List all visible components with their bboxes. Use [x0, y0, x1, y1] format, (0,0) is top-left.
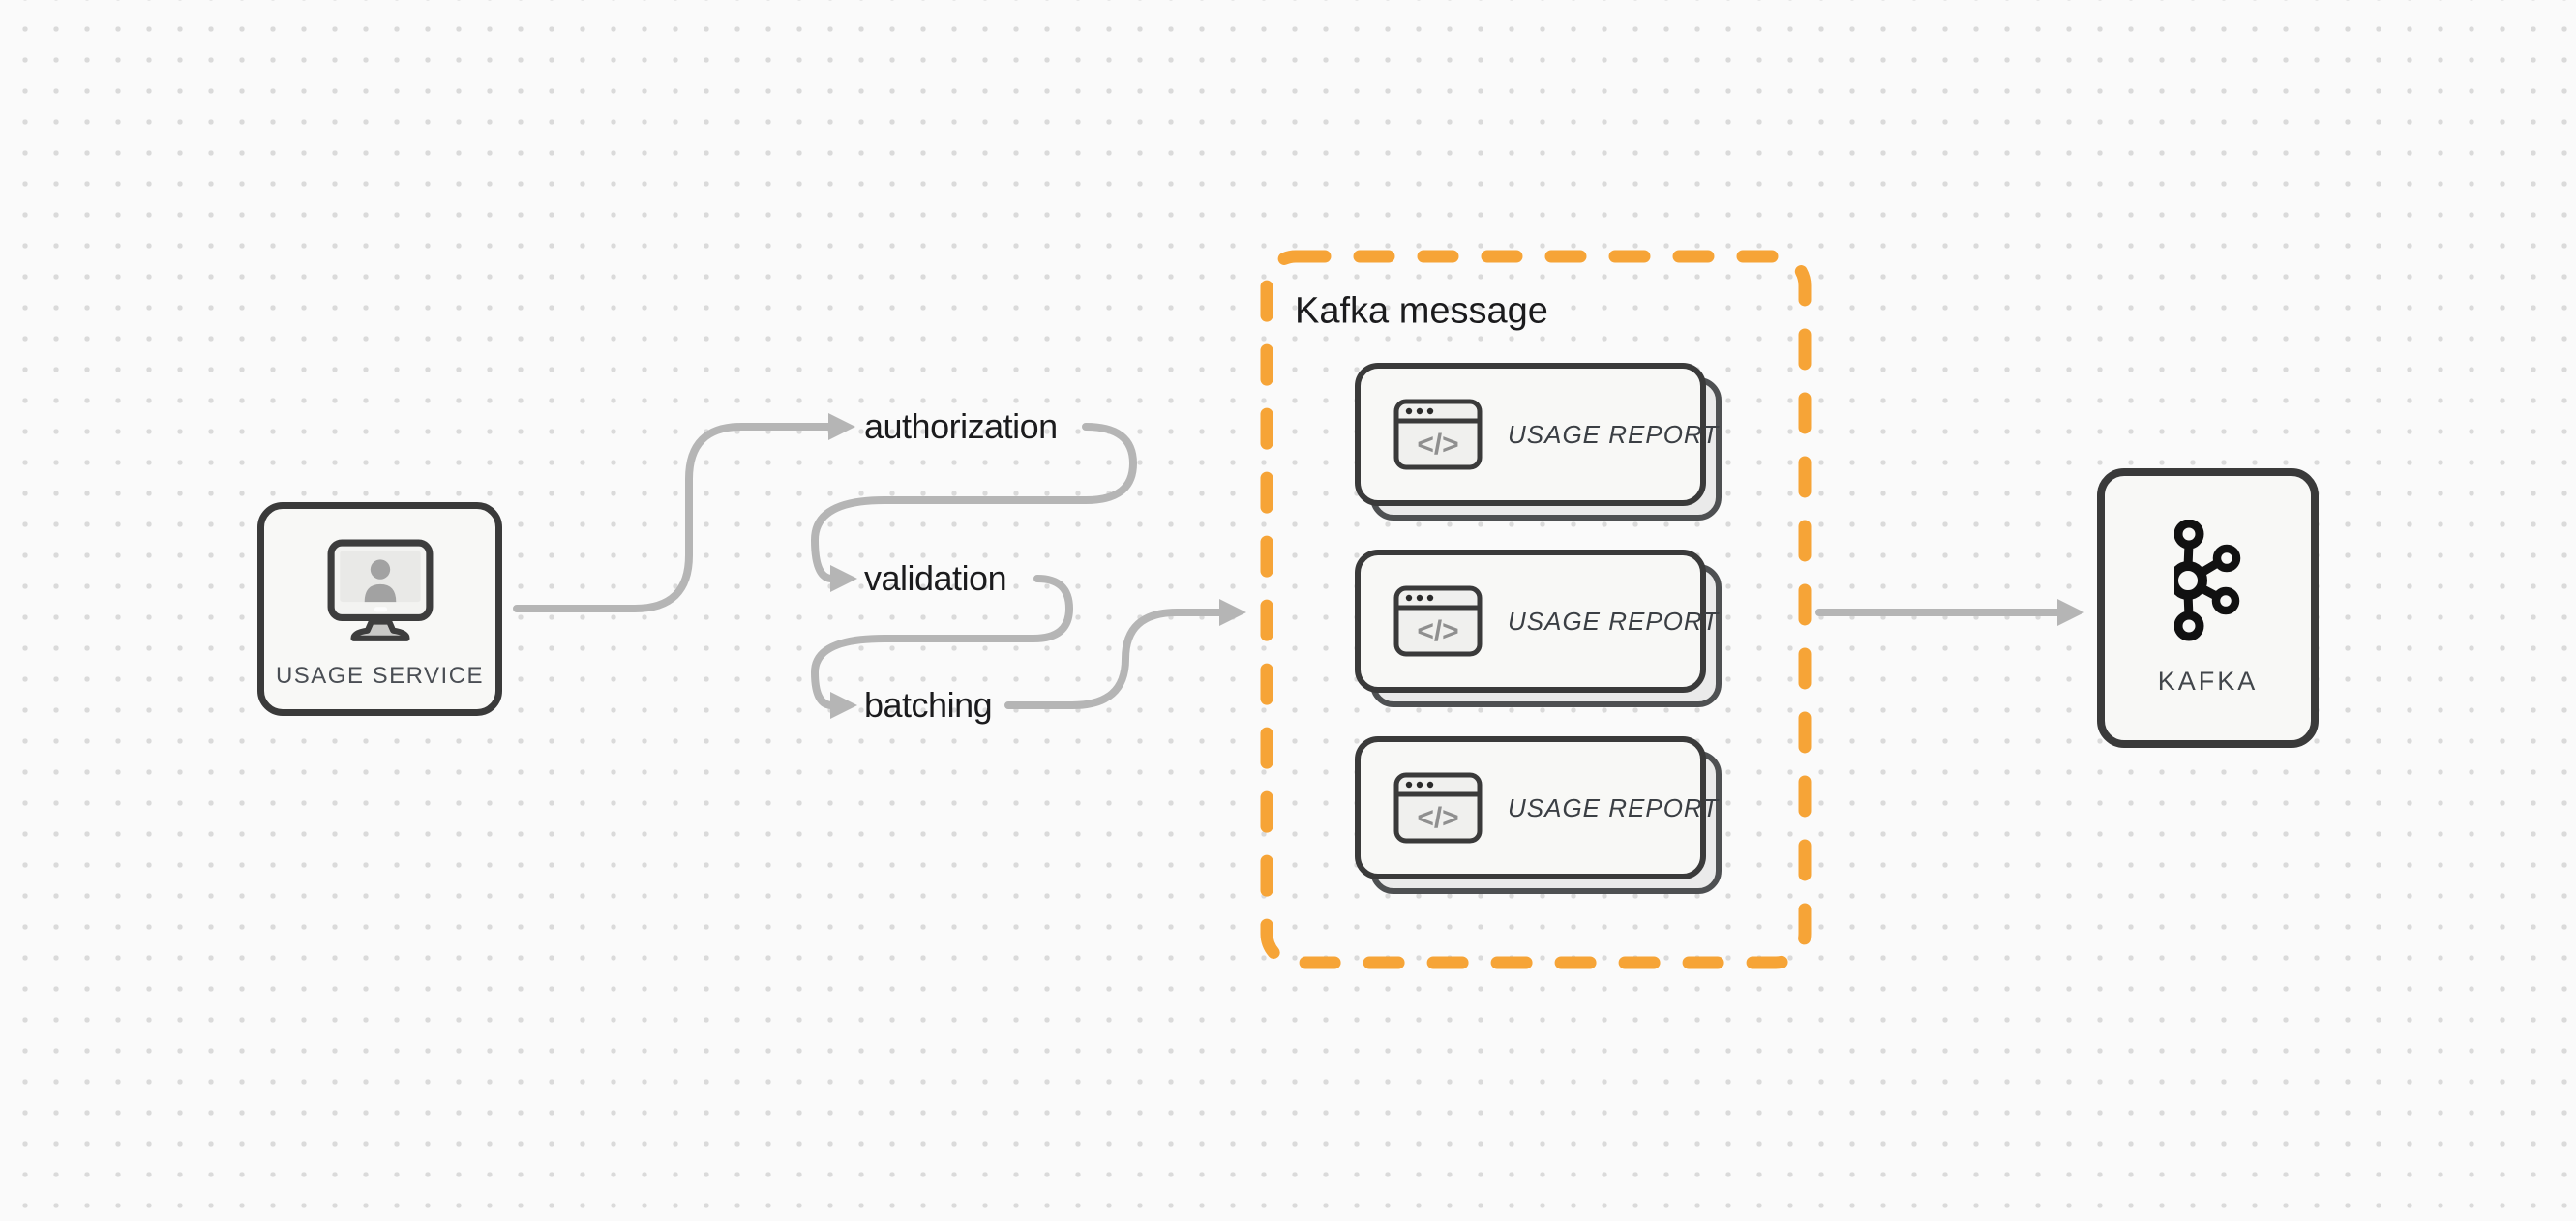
connector-kafka-message-to-kafka	[1815, 599, 2084, 626]
arrowhead-validation	[830, 565, 857, 592]
arrowhead-kafka-message	[1219, 599, 1246, 626]
connector-authorization-to-validation	[811, 423, 1137, 592]
step-label-batching: batching	[864, 685, 993, 725]
usage-report-label: USAGE REPORT	[1508, 792, 1720, 822]
kafka-label: KAFKA	[2157, 667, 2259, 696]
kafka-node: KAFKA	[2097, 468, 2319, 748]
monitor-user-icon	[327, 539, 433, 641]
usage-report-label: USAGE REPORT	[1508, 606, 1720, 636]
code-window-icon: </>	[1393, 772, 1483, 844]
kafka-message-group-title: Kafka message	[1295, 290, 1548, 332]
usage-service-node: USAGE SERVICE	[257, 502, 502, 716]
connector-validation-to-batching	[811, 575, 1073, 719]
svg-text:</>: </>	[1417, 802, 1458, 834]
kafka-logo-icon	[2173, 520, 2240, 641]
usage-report-card: </> USAGE REPORT	[1355, 550, 1722, 707]
step-label-authorization: authorization	[864, 406, 1058, 446]
usage-service-label: USAGE SERVICE	[275, 662, 485, 689]
kafka-message-group-border	[1260, 250, 1812, 969]
usage-report-card: </> USAGE REPORT	[1355, 736, 1722, 894]
code-window-icon: </>	[1393, 399, 1483, 470]
code-window-icon: </>	[1393, 585, 1483, 657]
arrowhead-kafka	[2057, 599, 2084, 626]
usage-report-card: </> USAGE REPORT	[1355, 363, 1722, 521]
arrowhead-authorization	[828, 413, 855, 440]
connector-batching-to-kafka-message	[1004, 599, 1246, 709]
svg-text:</>: </>	[1417, 615, 1458, 647]
arrowhead-batching	[830, 692, 857, 719]
connector-usage-to-authorization	[513, 413, 855, 612]
svg-text:</>: </>	[1417, 429, 1458, 461]
step-label-validation: validation	[864, 558, 1007, 598]
usage-report-label: USAGE REPORT	[1508, 419, 1720, 449]
